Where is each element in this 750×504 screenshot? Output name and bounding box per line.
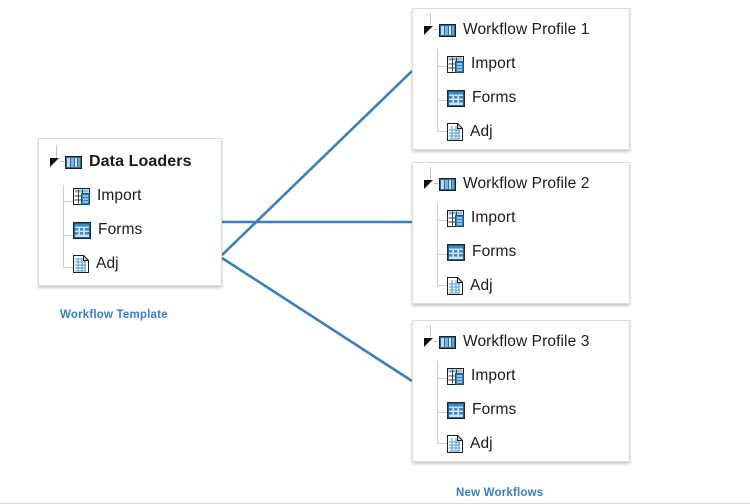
workflow-profile-2-panel[interactable]: Workflow Profile 2: [412, 162, 630, 304]
workflow-profile-1-panel[interactable]: Workflow Profile 1: [412, 8, 630, 150]
tree-item-label: Adj: [470, 277, 493, 294]
forms-table-icon: [447, 401, 465, 419]
tree-item-forms[interactable]: Forms: [413, 81, 629, 115]
template-tree: Data Loaders: [39, 145, 221, 281]
tree-item-label: Import: [471, 209, 516, 226]
tree-root-label: Workflow Profile 1: [463, 21, 590, 38]
database-bar-icon: [439, 23, 456, 37]
tree-guide-vertical: [437, 49, 438, 131]
tree-guide-horizontal: [437, 66, 450, 67]
profile-1-tree: Workflow Profile 1: [413, 13, 629, 149]
tree-root-workflow-profile-2[interactable]: Workflow Profile 2: [413, 167, 629, 201]
import-grid-icon: [73, 187, 90, 205]
tree-guide-horizontal: [437, 443, 450, 444]
tree-root-data-loaders[interactable]: Data Loaders: [39, 145, 221, 179]
tree-item-label: Adj: [470, 435, 493, 452]
tree-guide-horizontal: [437, 254, 450, 255]
tree-guide-horizontal: [437, 412, 450, 413]
tree-item-forms[interactable]: Forms: [413, 393, 629, 427]
adj-document-icon: [447, 435, 463, 453]
database-bar-icon: [439, 335, 456, 349]
tree-item-forms[interactable]: Forms: [413, 235, 629, 269]
tree-guide-vertical: [437, 203, 438, 285]
expanded-triangle-icon[interactable]: [49, 156, 64, 169]
new-workflows-caption: New Workflows: [456, 487, 544, 499]
import-grid-icon: [447, 367, 464, 385]
tree-item-adj[interactable]: Adj: [413, 115, 629, 149]
profile-2-tree: Workflow Profile 2: [413, 167, 629, 303]
tree-root-workflow-profile-1[interactable]: Workflow Profile 1: [413, 13, 629, 47]
workflow-profile-3-panel[interactable]: Workflow Profile 3: [412, 320, 630, 462]
tree-item-import[interactable]: Import: [413, 47, 629, 81]
tree-item-label: Forms: [472, 89, 517, 106]
root-stem: [430, 13, 431, 25]
tree-item-adj[interactable]: Adj: [39, 247, 221, 281]
workflow-template-panel[interactable]: Data Loaders: [38, 138, 222, 286]
adj-document-icon: [447, 123, 463, 141]
tree-item-import[interactable]: Import: [413, 359, 629, 393]
expanded-triangle-icon[interactable]: [423, 24, 438, 37]
forms-table-icon: [447, 243, 465, 261]
expanded-triangle-icon[interactable]: [423, 336, 438, 349]
tree-root-label: Data Loaders: [89, 153, 192, 170]
forms-table-icon: [447, 89, 465, 107]
tree-root-label: Workflow Profile 3: [463, 333, 590, 350]
database-bar-icon: [439, 177, 456, 191]
tree-guide-horizontal: [63, 201, 76, 202]
database-bar-icon: [65, 155, 82, 169]
forms-table-icon: [73, 221, 91, 239]
adj-document-icon: [447, 277, 463, 295]
tree-item-label: Import: [97, 187, 142, 204]
connector-to-profile-1: [221, 70, 413, 256]
tree-item-adj[interactable]: Adj: [413, 427, 629, 461]
tree-item-import[interactable]: Import: [39, 179, 221, 213]
root-stem: [430, 167, 431, 179]
tree-guide-horizontal: [63, 267, 76, 268]
tree-guide-horizontal: [437, 378, 450, 379]
adj-document-icon: [73, 255, 89, 273]
tree-item-forms[interactable]: Forms: [39, 213, 221, 247]
tree-guide-vertical: [63, 185, 64, 267]
tree-item-label: Forms: [472, 401, 517, 418]
tree-item-label: Forms: [472, 243, 517, 260]
import-grid-icon: [447, 209, 464, 227]
expanded-triangle-icon[interactable]: [423, 178, 438, 191]
tree-item-import[interactable]: Import: [413, 201, 629, 235]
tree-guide-horizontal: [437, 220, 450, 221]
workflow-template-caption: Workflow Template: [60, 309, 168, 321]
profile-3-tree: Workflow Profile 3: [413, 325, 629, 461]
tree-root-label: Workflow Profile 2: [463, 175, 590, 192]
tree-item-label: Forms: [98, 221, 143, 238]
tree-guide-horizontal: [437, 285, 450, 286]
tree-item-label: Import: [471, 55, 516, 72]
connector-to-profile-3: [221, 256, 413, 383]
import-grid-icon: [447, 55, 464, 73]
tree-item-label: Adj: [470, 123, 493, 140]
tree-item-label: Adj: [96, 255, 119, 272]
root-stem: [430, 325, 431, 337]
tree-guide-vertical: [437, 361, 438, 443]
tree-item-adj[interactable]: Adj: [413, 269, 629, 303]
root-stem: [56, 145, 57, 158]
tree-guide-horizontal: [437, 100, 450, 101]
tree-guide-horizontal: [63, 235, 76, 236]
tree-guide-horizontal: [437, 131, 450, 132]
tree-root-workflow-profile-3[interactable]: Workflow Profile 3: [413, 325, 629, 359]
tree-item-label: Import: [471, 367, 516, 384]
